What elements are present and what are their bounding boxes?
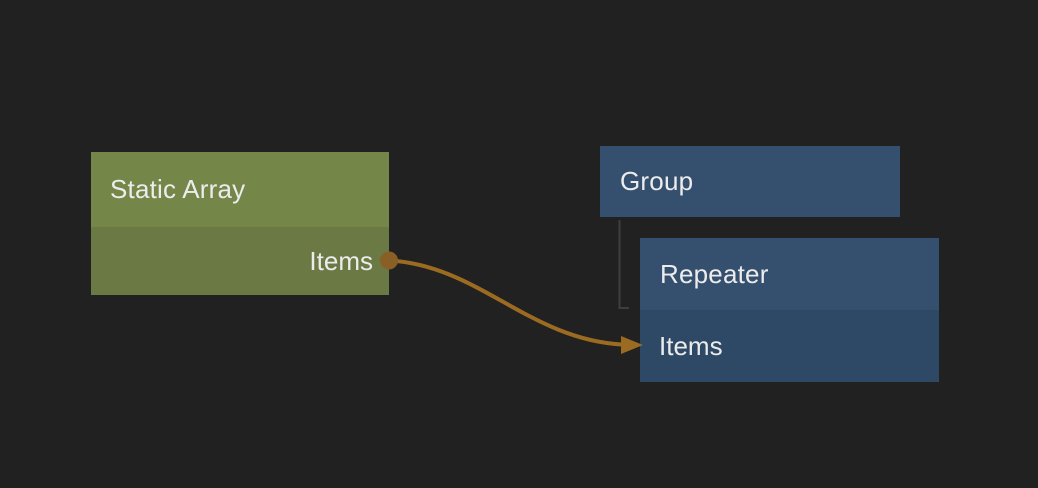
input-port-label: Items — [659, 330, 723, 361]
node-static-array-body: Items — [91, 227, 389, 295]
node-static-array[interactable]: Static Array Items — [91, 152, 389, 295]
output-port-label: Items — [309, 245, 373, 276]
node-repeater[interactable]: Repeater Items — [640, 238, 939, 382]
input-port-row-items[interactable]: Items — [640, 310, 939, 382]
node-group[interactable]: Group — [600, 146, 900, 217]
node-group-title: Group — [600, 146, 900, 217]
output-port-dot[interactable] — [380, 251, 398, 270]
node-repeater-title: Repeater — [640, 238, 939, 310]
group-child-connector-line — [618, 220, 629, 309]
connection-wire[interactable] — [387, 258, 624, 347]
node-static-array-title: Static Array — [91, 152, 389, 227]
node-repeater-body: Items — [640, 310, 939, 382]
output-port-row-items[interactable]: Items — [91, 227, 389, 295]
